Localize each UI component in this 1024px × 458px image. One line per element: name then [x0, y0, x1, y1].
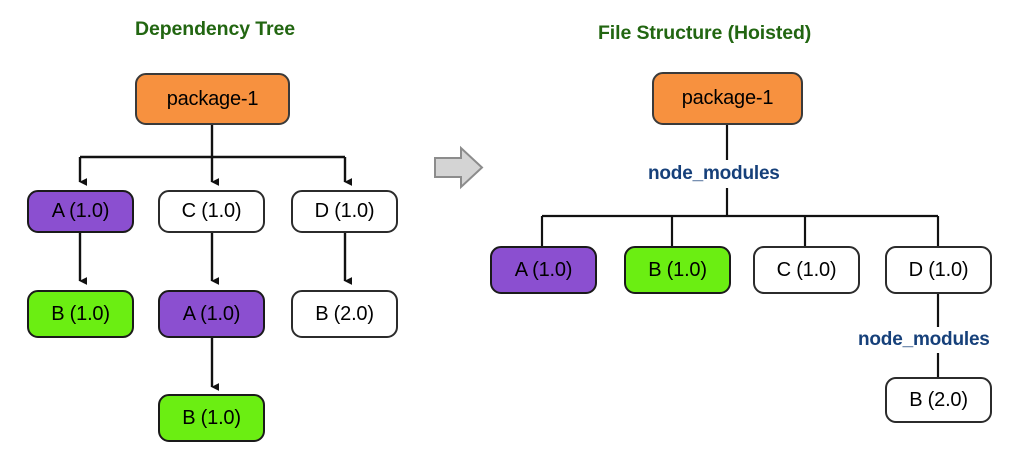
right-arrow-icon [434, 145, 484, 190]
node-left-l1-d[interactable]: D (1.0) [291, 190, 398, 233]
node-left-l2-b2[interactable]: B (2.0) [291, 290, 398, 338]
node-right-c[interactable]: C (1.0) [753, 246, 860, 294]
left-panel-title: Dependency Tree [135, 18, 295, 40]
node-left-l2-a[interactable]: A (1.0) [158, 290, 265, 338]
node-right-root[interactable]: package-1 [652, 72, 803, 125]
node-left-root[interactable]: package-1 [135, 73, 290, 125]
node-right-a[interactable]: A (1.0) [490, 246, 597, 294]
node-left-l1-c[interactable]: C (1.0) [158, 190, 265, 233]
folder-label-node-modules-nested[interactable]: node_modules [858, 329, 990, 350]
folder-label-node-modules-root[interactable]: node_modules [648, 163, 780, 184]
node-right-nested-b[interactable]: B (2.0) [885, 377, 992, 423]
right-panel-title: File Structure (Hoisted) [598, 22, 812, 44]
node-right-b[interactable]: B (1.0) [624, 246, 731, 294]
node-left-l1-a[interactable]: A (1.0) [27, 190, 134, 233]
node-left-l2-b1[interactable]: B (1.0) [27, 290, 134, 338]
node-left-l3-b1[interactable]: B (1.0) [158, 394, 265, 442]
node-right-d[interactable]: D (1.0) [885, 246, 992, 294]
